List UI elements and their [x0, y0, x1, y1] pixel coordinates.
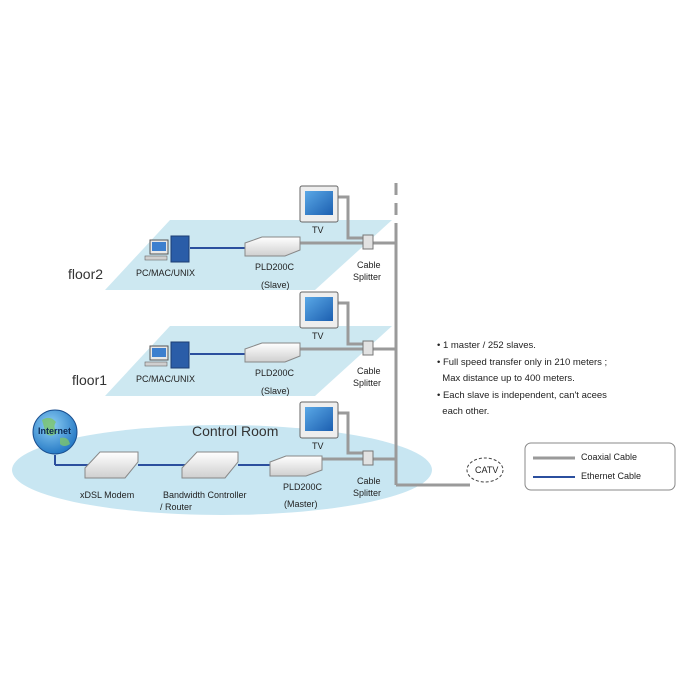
splitter-label-line2: Splitter — [353, 272, 382, 282]
pld200c-slave-icon — [244, 342, 301, 363]
master-role-label: (Master) — [284, 499, 318, 509]
floor2-label: floor2 — [68, 266, 104, 282]
pc-icon — [144, 341, 190, 369]
coaxial-legend-label: Coaxial Cable — [581, 452, 638, 462]
tv-label: TV — [312, 225, 324, 235]
cable-splitter-icon — [362, 234, 374, 250]
internet-label: Internet — [38, 426, 72, 436]
tv-label: TV — [312, 441, 324, 451]
splitter-label-line1: Cable — [357, 366, 381, 376]
note-item: • Full speed transfer only in 210 meters… — [437, 356, 608, 368]
internet-globe-icon — [32, 409, 78, 455]
pld200c-master-label: PLD200C — [283, 482, 323, 492]
tv-icon — [299, 401, 339, 439]
pc-label: PC/MAC/UNIX — [136, 374, 196, 384]
pc-label: PC/MAC/UNIX — [136, 268, 196, 278]
pld200c-slave-icon — [244, 236, 301, 257]
note-item: Max distance up to 400 meters. — [442, 373, 575, 384]
tv-icon — [299, 185, 339, 223]
coaxial-trunk — [298, 183, 470, 487]
router-label-line2: / Router — [160, 502, 193, 512]
xdsl-modem-icon — [84, 451, 139, 479]
role-label: (Slave) — [261, 280, 290, 290]
cable-splitter-icon — [362, 340, 374, 356]
tv-label: TV — [312, 331, 324, 341]
pld200c-master-icon — [269, 455, 323, 477]
catv-label: CATV — [475, 465, 499, 475]
notes-list: • 1 master / 252 slaves. • Full speed tr… — [437, 338, 607, 421]
splitter-label-line2: Splitter — [353, 378, 382, 388]
legend-box — [524, 442, 676, 491]
role-label: (Slave) — [261, 386, 290, 396]
note-item: • Each slave is independent, can't acees — [437, 389, 607, 401]
control-room-title: Control Room — [192, 423, 279, 439]
splitter-label-line1: Cable — [357, 476, 381, 486]
cable-splitter-icon — [362, 450, 374, 466]
router-label-line1: Bandwidth Controller — [163, 490, 247, 500]
splitter-label-line1: Cable — [357, 260, 381, 270]
splitter-label-line2: Splitter — [353, 488, 382, 498]
catv-outlet — [466, 457, 504, 483]
xdsl-modem-label: xDSL Modem — [80, 490, 135, 500]
note-item: • 1 master / 252 slaves. — [437, 340, 536, 351]
pld200c-label: PLD200C — [255, 368, 295, 378]
pld200c-label: PLD200C — [255, 262, 295, 272]
pc-icon — [144, 235, 190, 263]
bandwidth-router-icon — [181, 451, 239, 479]
tv-icon — [299, 291, 339, 329]
floor1-label: floor1 — [72, 372, 108, 388]
ethernet-legend-label: Ethernet Cable — [581, 471, 642, 481]
note-item: each other. — [442, 406, 490, 417]
